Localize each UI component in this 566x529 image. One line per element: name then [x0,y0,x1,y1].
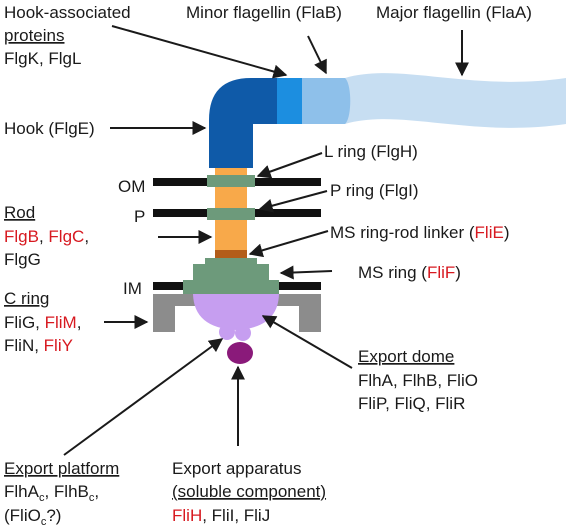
arrow-export-dome [261,315,353,369]
ms-ring-pre: MS ring ( [358,263,427,282]
hook-tip-segment [277,78,302,124]
c-ring-title: C ring [4,289,49,308]
ms-linker-label: MS ring-rod linker (FliE) [330,223,510,242]
arrow-minor-flagellin [307,35,327,75]
export-platform-lobe-mid [235,325,251,341]
ea-fliH: FliH [172,506,202,525]
c-ring-fliG: FliG, [4,313,45,332]
arrow-export-platform [63,338,224,456]
c-ring-comma: , [77,313,82,332]
ms-ring-post: ) [455,263,461,282]
hook-associated-title-1: Hook-associated [4,3,131,22]
ep-comma1: , FlhB [44,482,88,501]
minor-flagellin-segment [302,78,351,124]
p-layer-label: P [134,207,145,226]
annotation-arrows [63,25,469,456]
export-dome-title: Export dome [358,347,454,366]
ea-rest: , FliI, FliJ [202,506,270,525]
ms-linker-post: ) [504,223,510,242]
c-ring-line1: FliG, FliM, [4,313,81,332]
c-ring-fliY: FliY [44,336,73,355]
ep-sub-c2: c [89,492,95,504]
ms-linker-pre: MS ring-rod linker ( [330,223,475,242]
arrow-p-ring [258,190,328,213]
hook-associated-title-2: proteins [4,26,64,45]
export-platform-title: Export platform [4,459,119,478]
arrow-ms-ring [279,265,333,280]
export-dome-genes-2: FliP, FliQ, FliR [358,394,465,413]
rod-sep2: , [84,227,89,246]
rod-genes-line2: FlgG [4,250,41,269]
export-platform-lobe-left [219,324,235,340]
minor-flagellin-label: Minor flagellin (FlaB) [186,3,342,22]
export-platform-line1: FlhAc, FlhBc, [4,482,99,504]
ms-ring-red: FliF [427,263,455,282]
im-label: IM [123,279,142,298]
export-apparatus-genes: FliH, FliI, FliJ [172,506,270,525]
atpase-complex [227,342,253,364]
p-ring [207,208,255,220]
rod-title: Rod [4,203,35,222]
hook-associated-genes: FlgK, FlgL [4,49,81,68]
c-ring-fliM: FliM [45,313,77,332]
hook-label: Hook (FlgE) [4,119,95,138]
om-label: OM [118,177,145,196]
export-platform-line2: (FliOc?) [4,506,61,528]
hook-shape [209,78,277,168]
c-ring-fliN: FliN, [4,336,44,355]
ms-ring-label: MS ring (FliF) [358,263,461,282]
l-ring-label: L ring (FlgH) [324,142,418,161]
arrow-l-ring [256,152,323,179]
ms-linker-red: FliE [475,223,504,242]
rod-flgB: FlgB [4,227,39,246]
ep-comma2: , [94,482,99,501]
export-dome-genes-1: FlhA, FlhB, FliO [358,371,478,390]
ep-open: (FliO [4,506,41,525]
p-ring-label: P ring (FlgI) [330,181,419,200]
l-ring [207,175,255,187]
ep-sub-c3: c [41,516,47,528]
arrow-hook-associated [111,25,288,79]
export-dome [193,294,279,330]
rod-flgC: FlgC [48,227,84,246]
ep-flhA: FlhA [4,482,40,501]
ep-close: ?) [46,506,61,525]
export-apparatus-sub: (soluble component) [172,482,326,501]
rod-genes-line1: FlgB, FlgC, [4,227,89,246]
rod-sep1: , [39,227,48,246]
arrow-ms-linker [248,230,329,258]
major-flagellin-label: Major flagellin (FlaA) [376,3,532,22]
ms-ring [183,258,279,294]
export-apparatus-title: Export apparatus [172,459,301,478]
c-ring-line2: FliN, FliY [4,336,73,355]
major-flagellin-filament [345,73,566,128]
ms-ring-rod-linker [215,250,247,258]
ep-sub-c1: c [39,492,45,504]
